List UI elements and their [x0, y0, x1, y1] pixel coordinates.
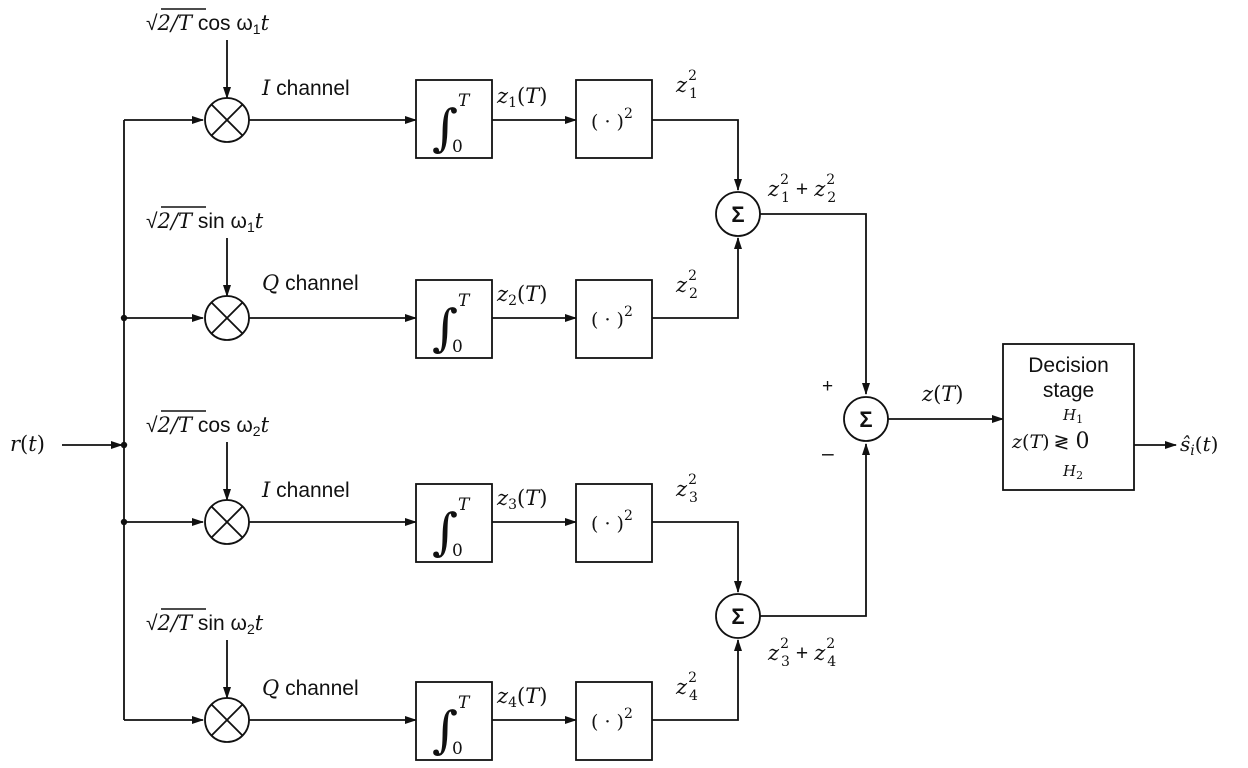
integrator-box [415, 483, 493, 563]
channel-label: I channel [261, 478, 350, 502]
summer-final-symbol: Σ [859, 407, 872, 432]
minus-sign: – [822, 442, 834, 465]
integral-lower: 0 [452, 337, 463, 357]
integrator-box [415, 681, 493, 761]
oscillator-label: √2/T sin ω1t [146, 209, 264, 235]
squarer-box [575, 681, 653, 761]
channel-label: Q channel [262, 676, 359, 700]
mixer-1 [204, 97, 250, 143]
output-label: ŝi(t) [1180, 432, 1218, 459]
decision-title-line2: stage [1043, 379, 1094, 402]
integral-sign: ∫ [432, 503, 458, 561]
summer-top-to-final-wire [760, 213, 870, 395]
integrator-output-label: z3(T) [496, 486, 547, 513]
squarer-to-sum-wire [652, 639, 742, 721]
branch-4: √2/T sin ω2t Q channel ∫ T 0 z4(T) ( · )… [124, 608, 742, 761]
summer-top: Σ [715, 191, 761, 237]
decision-stage-box [1002, 343, 1135, 491]
integrator-output-label: z2(T) [496, 282, 547, 309]
hypothesis-h2: H2 [1062, 462, 1083, 482]
hypothesis-h1: H1 [1062, 406, 1083, 426]
squarer-label: ( · )2 [591, 304, 633, 331]
branch-3: √2/T cos ω2t I channel ∫ T 0 z3(T) ( · )… [124, 410, 742, 593]
integral-upper: T [458, 693, 471, 713]
integral-upper: T [458, 291, 471, 311]
branch-2: √2/T sin ω1t Q channel ∫ T 0 z2(T) ( · )… [124, 206, 742, 359]
integrator-box [415, 79, 493, 159]
input-label: r(t) [10, 432, 45, 456]
branch-1: √2/T cos ω1t I channel ∫ T 0 z1(T) ( · )… [124, 8, 742, 191]
squarer-box [575, 483, 653, 563]
integrator-output-label: z4(T) [496, 684, 547, 711]
summer-top-symbol: Σ [731, 202, 744, 227]
junction-dot [120, 441, 128, 449]
integral-sign: ∫ [432, 299, 458, 357]
summer-bottom: Σ [715, 593, 761, 639]
integral-sign: ∫ [432, 99, 458, 157]
integral-sign: ∫ [432, 701, 458, 759]
squarer-box [575, 79, 653, 159]
integral-upper: T [458, 91, 471, 111]
squarer-label: ( · )2 [591, 106, 633, 133]
channel-label: Q channel [262, 271, 359, 295]
integral-lower: 0 [452, 541, 463, 561]
squarer-to-sum-wire [652, 237, 742, 319]
decision-input-label: z(T) [921, 382, 964, 406]
squarer-label: ( · )2 [591, 508, 633, 535]
summer-bottom-to-final-wire [760, 443, 870, 617]
summer-bottom-symbol: Σ [731, 604, 744, 629]
integral-upper: T [458, 495, 471, 515]
decision-rule: z(T)≷0 [1011, 429, 1089, 454]
oscillator-label: √2/T cos ω2t [146, 413, 270, 439]
squarer-box [575, 279, 653, 359]
squarer-label: ( · )2 [591, 706, 633, 733]
decision-title-line1: Decision [1028, 354, 1109, 377]
mixer-4 [204, 697, 250, 743]
integral-lower: 0 [452, 739, 463, 759]
oscillator-label: √2/T sin ω2t [146, 611, 264, 637]
integrator-box [415, 279, 493, 359]
oscillator-label: √2/T cos ω1t [146, 11, 270, 37]
channel-label: I channel [261, 76, 350, 100]
squarer-to-sum-wire [652, 521, 742, 593]
mixer-3 [204, 499, 250, 545]
mixer-2 [204, 295, 250, 341]
integral-lower: 0 [452, 137, 463, 157]
plus-sign: + [822, 376, 833, 397]
squarer-to-sum-wire [652, 119, 742, 191]
integrator-output-label: z1(T) [496, 84, 547, 111]
summer-final: Σ [843, 396, 889, 442]
